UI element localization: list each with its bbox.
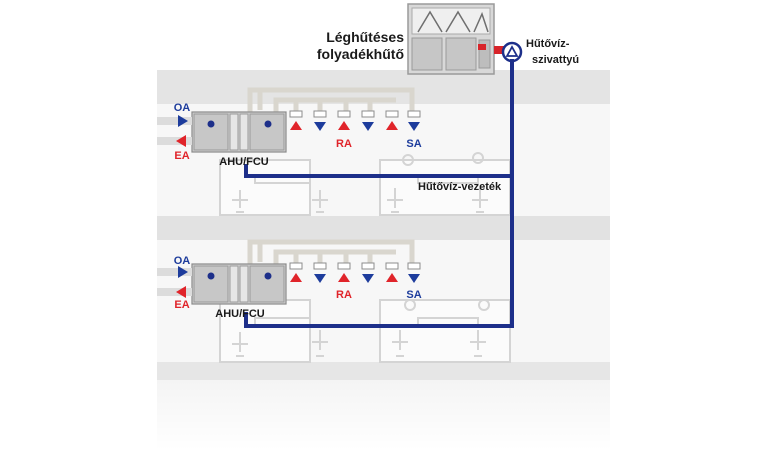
oa-arrow-icon [178,266,188,278]
person-head-1 [472,152,484,164]
oa-label: OA [174,102,191,114]
chair-6 [312,330,328,357]
air-cooled-chiller [407,3,495,75]
ea-arrow-icon [176,135,186,147]
diffusers-lower [289,262,421,270]
branch-pipe-upper [244,164,514,178]
chiller-outlet-pipe [494,46,508,54]
ea-label: EA [174,150,189,162]
oa-label: OA [174,255,191,267]
oa-duct [157,117,192,125]
ea-duct [157,137,192,145]
chiller-indicator [478,44,486,50]
ahu-fan-icon [207,272,215,280]
supply-arrow [314,274,326,283]
middle-slab [157,216,610,240]
oa-arrow-icon [178,115,188,127]
ahu-filter-1 [229,265,239,303]
chair-2 [312,190,328,213]
chair-3 [387,188,403,213]
office-furniture-upper [219,152,511,216]
chiller-label-line2: folyadékhűtő [317,46,404,62]
ahu-label: AHU/FCU [219,156,269,168]
return-arrow [290,121,302,130]
ea-duct [157,288,192,296]
chair-5 [232,332,248,357]
chiller-label-line1: Léghűtéses [326,29,404,45]
chair-4 [472,188,488,213]
ahu-coil-section [249,265,285,303]
ahu-motor-icon [264,272,272,280]
pump-label-line1: Hűtővíz- [526,38,570,50]
ahu-filter-2 [239,113,249,151]
ductwork-lower [247,239,415,264]
diffusers-upper [289,110,421,118]
return-arrow [338,273,350,282]
sa-label: SA [406,138,421,150]
chair-7 [392,330,408,357]
person-head-2 [402,154,414,166]
floor-unit-upper: RA SA AHU/FCU OA EA [157,87,422,168]
air-arrows-lower [290,273,420,283]
branch-pipe-lower [244,312,514,328]
supply-arrow [314,122,326,131]
ahu-motor-icon [264,120,272,128]
return-arrow [290,273,302,282]
chilled-water-pump [501,41,523,63]
chilled-water-piping [244,59,514,328]
return-arrow [338,121,350,130]
ahu-label: AHU/FCU [215,308,265,320]
pump-icon [505,45,519,57]
outdoor-air-ducts-lower [157,266,192,298]
office-room-1 [219,159,311,216]
chiller-panel-1 [411,37,443,71]
chiller-panel-3 [478,39,491,69]
supply-arrow [362,122,374,131]
ahu-fan-section [193,265,229,303]
ahu-filter-2 [239,265,249,303]
supply-arrow [408,274,420,283]
ra-label: RA [336,289,352,301]
pipe-label: Hűtővíz-vezeték [418,181,502,193]
air-arrows-upper [290,121,420,131]
chair-8 [470,330,486,357]
ahu-filter-1 [229,113,239,151]
chair-1 [232,190,248,213]
return-arrow [386,273,398,282]
office-room-4 [379,299,511,363]
ra-label: RA [336,138,352,150]
chiller-panel-2 [445,37,477,71]
ground-slab [157,362,610,380]
return-arrow [386,121,398,130]
office-furniture-lower [219,299,511,363]
ahu-fcu-unit [191,111,287,153]
floor-unit-lower: RA SA AHU/FCU OA EA [157,239,422,320]
outdoor-air-ducts-upper [157,115,192,147]
person-head-4 [404,299,416,311]
ahu-fan-icon [207,120,215,128]
sa-label: SA [406,289,421,301]
supply-arrow [362,274,374,283]
ahu-fan-section [193,113,229,151]
ea-label: EA [174,299,189,311]
ea-arrow-icon [176,286,186,298]
pump-label-line2: szivattyú [532,54,579,66]
ductwork-upper [247,87,415,112]
chiller-coils [417,10,489,33]
person-head-3 [478,299,490,311]
ahu-coil-section [249,113,285,151]
ahu-fcu-unit [191,263,287,305]
supply-arrow [408,122,420,131]
oa-duct [157,268,192,276]
building-fade [157,380,610,450]
